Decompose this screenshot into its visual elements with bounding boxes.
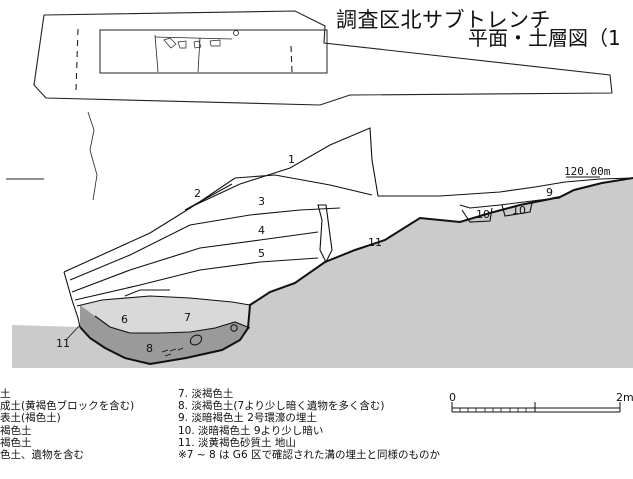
pit-feature [317, 204, 333, 264]
legend-item: 8. 淡褐色土(7より少し暗く遺物を多く含む) [178, 400, 385, 413]
layer-label-9: 9 [546, 186, 553, 199]
legend-item: 7. 淡褐色土 [178, 388, 234, 400]
boundary-1-3 [194, 174, 373, 206]
layer-label-7: 7 [184, 311, 191, 324]
plan-section-line-b [290, 45, 293, 73]
plan-stones [163, 37, 221, 49]
plan-trench [99, 29, 328, 74]
layer-label-8: 8 [146, 342, 153, 355]
layer-label-1: 1 [288, 153, 295, 166]
artefacts [161, 324, 238, 357]
boundary-3-4 [69, 207, 341, 281]
legend-item: 成土(黄褐色ブロックを含む) [0, 400, 135, 413]
legend-item: 9. 淡暗褐色土 2号環濠の埋土 [178, 412, 317, 425]
layers-7-8-fill [80, 305, 250, 364]
legend-item: 褐色土 [0, 436, 32, 449]
trench-left-wall [63, 271, 81, 328]
layer-6-fill [80, 296, 250, 333]
section-lines [63, 127, 633, 366]
artefact-hatching [161, 347, 184, 357]
legend-item: 色土、遺物を含む [0, 449, 84, 462]
layer-label-5: 5 [258, 247, 265, 260]
legend-note: ※7 ~ 8 は G6 区で確認された溝の埋土と同様のものか [178, 449, 440, 462]
ground-surface [63, 127, 633, 273]
boundary-5 [74, 257, 319, 301]
layer-label-10b: 10 [512, 204, 526, 217]
boundary-7-8 [94, 315, 251, 334]
layer-label-10a: 10 [476, 208, 490, 221]
plan-inner-line-1 [154, 34, 159, 73]
scale-end-label: 2m [616, 391, 633, 404]
layer-label-2: 2 [194, 187, 201, 200]
drawing-title: 調査区北サブトレンチ [336, 8, 551, 32]
legend-item: 土 [0, 388, 11, 400]
layer-label-3: 3 [258, 195, 265, 208]
plan-inner-line-3 [154, 36, 233, 40]
layer-label-4: 4 [258, 224, 265, 237]
artefact-stone [189, 334, 203, 346]
subsoil-fill [12, 178, 633, 368]
legend-item: 10. 淡暗褐色土 9より少し暗い [178, 424, 324, 437]
legend-left: 土 成土(黄褐色ブロックを含む) 表土(褐色土) 褐色土 褐色土 色土、遺物を含… [0, 388, 134, 461]
layer-label-11: 11 [368, 236, 382, 249]
label-11-pointer [65, 324, 81, 341]
layer-6-line [124, 289, 170, 297]
drawing-subtitle: 平面・土層図（1 [468, 26, 621, 50]
plan-outline [33, 10, 613, 106]
scale-bar [451, 402, 621, 413]
boundary-2 [184, 183, 233, 211]
legend-item: 表土(褐色土) [0, 412, 61, 425]
plan-section-line-a [75, 28, 79, 91]
plan-arrow-line [87, 111, 98, 201]
legend-right: 7. 淡褐色土 8. 淡褐色土(7より少し暗く遺物を多く含む) 9. 淡暗褐色土… [178, 388, 440, 461]
trench-bottom [79, 177, 633, 366]
layer-label-6: 6 [121, 313, 128, 326]
layer-10a [461, 207, 493, 223]
elevation-label: 120.00m [564, 165, 611, 178]
artefact-circle [230, 324, 238, 332]
legend-item: 11. 淡黄褐色砂質土 地山 [178, 436, 296, 449]
layer-10b [501, 202, 533, 217]
layer-9-10-boundary [459, 197, 561, 209]
legend-item: 褐色土 [0, 424, 32, 437]
scale-start-label: 0 [449, 391, 456, 404]
boundary-4-5 [71, 231, 319, 293]
plan-post-hole [233, 30, 239, 36]
plan-view [33, 10, 613, 201]
layer-label-11-left: 11 [56, 337, 70, 350]
boundary-6 [76, 295, 251, 307]
